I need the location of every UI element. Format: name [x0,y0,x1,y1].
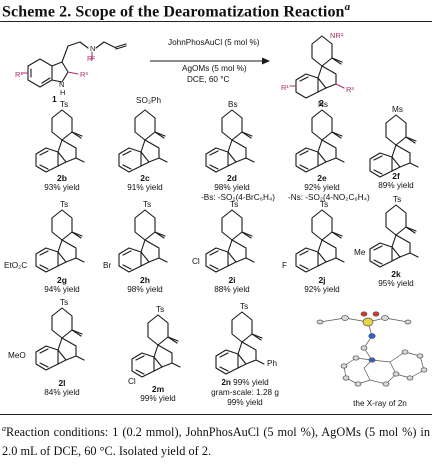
xray-caption: the X-ray of 2n [353,399,407,408]
yield-2l: 84% yield [44,388,80,397]
substrate-h-label: H [60,88,65,97]
structure-2k [369,204,419,268]
yield-2n: 99% yield [233,378,269,387]
scheme-title-text: Scheme 2. Scope of the Dearomatization R… [2,3,345,21]
yield-2m: 99% yield [140,394,176,403]
compound-id-2k: 2k [391,269,401,279]
compound-id-2m: 2m [151,384,165,394]
substrate-r1-label: R¹ [15,70,23,79]
compound-id-2d: 2d [227,173,237,183]
note-2d: -Bs: -SO₂(4-BrC₆H₄) [201,193,275,202]
compound-id-2g: 2g [57,275,67,285]
ring-label-2b: Ts [60,100,69,109]
structure-2e [295,109,345,173]
footnote: aReaction conditions: 1 (0.2 mmol), John… [2,419,430,461]
condition-additive: AgOMs (5 mol %) [182,64,247,73]
ring-label-2h: Ts [143,200,152,209]
structure-2l [35,307,85,371]
product-r1-label: R¹ [281,83,289,92]
substituent-2m: Cl [128,377,136,386]
condition-catalyst: JohnPhosAuCl (5 mol %) [168,38,260,47]
yield-2f: 89% yield [378,181,414,190]
compound-id-2b: 2b [57,173,67,183]
substrate-r2-label: R² [87,54,95,63]
product-r3-label: R³ [346,85,354,94]
gram-scale-2n: gram-scale: 1.28 g [211,388,279,397]
compound-line-2n: 2n 99% yield [210,378,280,387]
substituent-2n: Ph [267,359,278,368]
substituent-2h: Br [103,261,112,270]
ring-label-2d: Bs [228,100,238,109]
reaction-arrowhead [262,57,270,65]
substrate-number: 1 [52,94,57,104]
substituent-2g: EtO₂C [4,261,28,270]
ring-label-2e: Ns [318,100,329,109]
yield-2k: 95% yield [378,279,414,288]
substrate-structure [21,41,127,88]
compound-id-2h: 2h [140,275,150,285]
compound-id-2n: 2n [221,378,231,387]
substituent-2i: Cl [192,257,200,266]
ring-label-2i: Ts [230,200,239,209]
substrate-r3-label: R³ [80,70,88,79]
compound-id-2c: 2c [140,173,150,183]
product-nr2-label: NR² [330,31,344,40]
note-2e: -Ns: -SO₂(4-NO₂C₆H₄) [288,193,370,202]
xray-structure-image [316,311,428,387]
compound-id-2e: 2e [317,173,327,183]
substrate-nh-label: N [59,80,64,89]
gram-yield-2n: 99% yield [227,398,263,407]
bottom-rule [0,414,432,415]
compound-id-2i: 2i [228,275,236,285]
substituent-2j: F [282,261,288,270]
structure-2h [118,209,168,273]
scheme-title: Scheme 2. Scope of the Dearomatization R… [2,1,350,21]
structure-2g [35,209,85,273]
yield-2j: 92% yield [304,285,340,294]
yield-2d: 98% yield [214,183,250,192]
substrate-n-label: N [90,44,95,53]
yield-2b: 93% yield [44,183,80,192]
yield-2i: 88% yield [214,285,250,294]
ring-label-2k: Ts [393,195,402,204]
compound-id-2j: 2j [318,275,326,285]
compound-id-2l: 2l [58,378,66,388]
scheme-title-note: a [344,1,351,13]
condition-solvent-temp: DCE, 60 °C [187,75,230,84]
top-rule [0,21,432,22]
structure-2m [131,314,181,378]
ring-label-2m: Ts [156,305,165,314]
footnote-marker: a [2,424,6,433]
product-structure [289,35,345,99]
yield-2g: 94% yield [44,285,80,294]
ring-label-2l: Ts [60,298,69,307]
yield-2e: 92% yield [304,183,340,192]
ring-label-2n: Ts [240,302,249,311]
compound-id-2f: 2f [392,171,400,181]
substituent-2k: Me [354,248,366,257]
yield-2h: 98% yield [127,285,163,294]
ring-label-2c: SO₂Ph [136,96,162,105]
structure-2f [369,114,419,178]
structure-2c [118,109,168,173]
structure-2b [35,109,85,173]
yield-2c: 91% yield [127,183,163,192]
structure-2i [205,209,255,273]
ring-label-2j: Ts [320,200,329,209]
scheme-structures: N R² R¹ R³ N H NR² R¹ R³ [15,31,428,387]
structure-2n [215,311,265,375]
ring-label-2g: Ts [60,200,69,209]
structure-2d [205,109,255,173]
product-number: 2 [319,98,324,108]
footnote-text: Reaction conditions: 1 (0.2 mmol), JohnP… [2,425,430,459]
structure-2j [295,209,345,273]
substituent-2l: MeO [8,351,26,360]
ring-label-2f: Ms [392,105,403,114]
